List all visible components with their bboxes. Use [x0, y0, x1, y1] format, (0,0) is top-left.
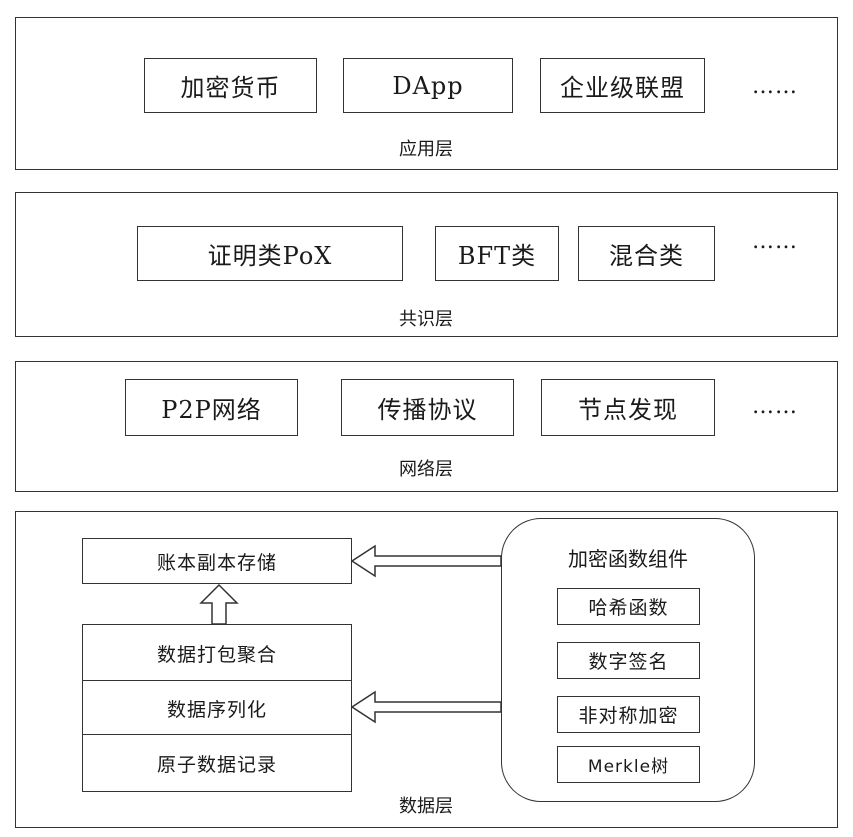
- crypto-item-asymmetric-encryption: 非对称加密: [557, 696, 700, 733]
- app-item-crypto-currency: 加密货币: [144, 58, 317, 113]
- arrow-crypto-to-ledger: [350, 544, 502, 578]
- network-layer-label: 网络层: [399, 459, 453, 480]
- data-stack-packing: 数据打包聚合: [82, 624, 352, 682]
- consensus-item-pox: 证明类PoX: [137, 226, 403, 281]
- consensus-layer-label: 共识层: [399, 309, 453, 330]
- application-layer-label: 应用层: [399, 139, 453, 160]
- consensus-item-bft: BFT类: [435, 226, 559, 281]
- network-more-ellipsis: ……: [752, 394, 798, 419]
- arrow-crypto-to-serialization: [350, 690, 502, 724]
- app-item-enterprise-alliance: 企业级联盟: [540, 58, 705, 113]
- crypto-item-digital-signature: 数字签名: [557, 642, 700, 679]
- crypto-item-merkle-tree: Merkle树: [557, 746, 700, 783]
- consensus-more-ellipsis: ……: [752, 229, 798, 254]
- arrow-packing-to-ledger: [199, 583, 239, 625]
- network-item-propagation-protocol: 传播协议: [341, 379, 514, 436]
- app-more-ellipsis: ……: [752, 74, 798, 99]
- data-stack-atomic-record: 原子数据记录: [82, 734, 352, 792]
- consensus-item-hybrid: 混合类: [578, 226, 715, 281]
- crypto-component-title: 加密函数组件: [568, 547, 688, 571]
- ledger-replica-storage: 账本副本存储: [82, 538, 352, 584]
- app-item-dapp: DApp: [343, 58, 513, 113]
- network-item-p2p: P2P网络: [125, 379, 298, 436]
- data-layer-label: 数据层: [399, 796, 453, 817]
- network-item-node-discovery: 节点发现: [541, 379, 715, 436]
- data-stack-serialization: 数据序列化: [82, 680, 352, 736]
- crypto-item-hash: 哈希函数: [557, 588, 700, 625]
